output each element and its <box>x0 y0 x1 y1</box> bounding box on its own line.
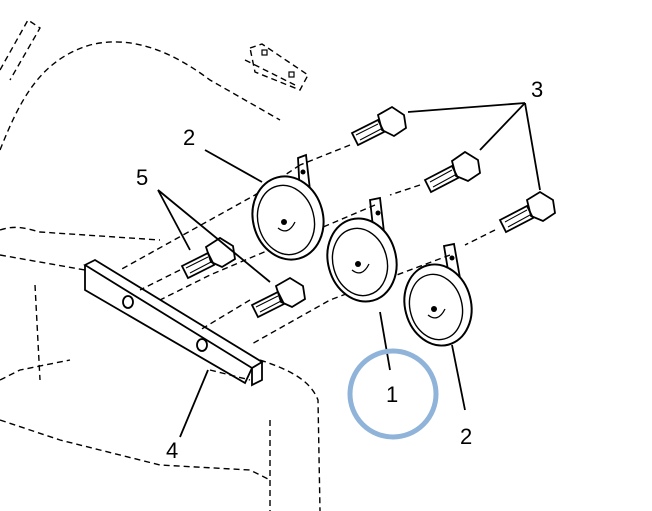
callout-5: 5 <box>136 165 148 190</box>
body-outline <box>0 18 321 511</box>
callout-2-lower: 2 <box>460 424 472 449</box>
bolt-5-lower <box>250 276 306 319</box>
clip-outline <box>244 43 309 91</box>
bolt-3-top <box>350 105 407 147</box>
horn-upper <box>251 153 325 261</box>
bolt-3-middle <box>423 150 481 194</box>
callout-1: 1 <box>386 382 398 407</box>
horn-lower <box>403 242 473 347</box>
callout-4: 4 <box>166 438 178 463</box>
callout-2-upper: 2 <box>183 125 195 150</box>
leader-lines <box>157 102 541 438</box>
assembly-lines <box>119 144 496 346</box>
highlight-ring <box>347 348 439 440</box>
mounting-bar <box>83 258 264 387</box>
callout-3: 3 <box>531 77 543 102</box>
horn-middle <box>326 196 398 303</box>
bolt-5-upper <box>180 236 236 280</box>
bolt-3-bottom <box>498 190 556 234</box>
